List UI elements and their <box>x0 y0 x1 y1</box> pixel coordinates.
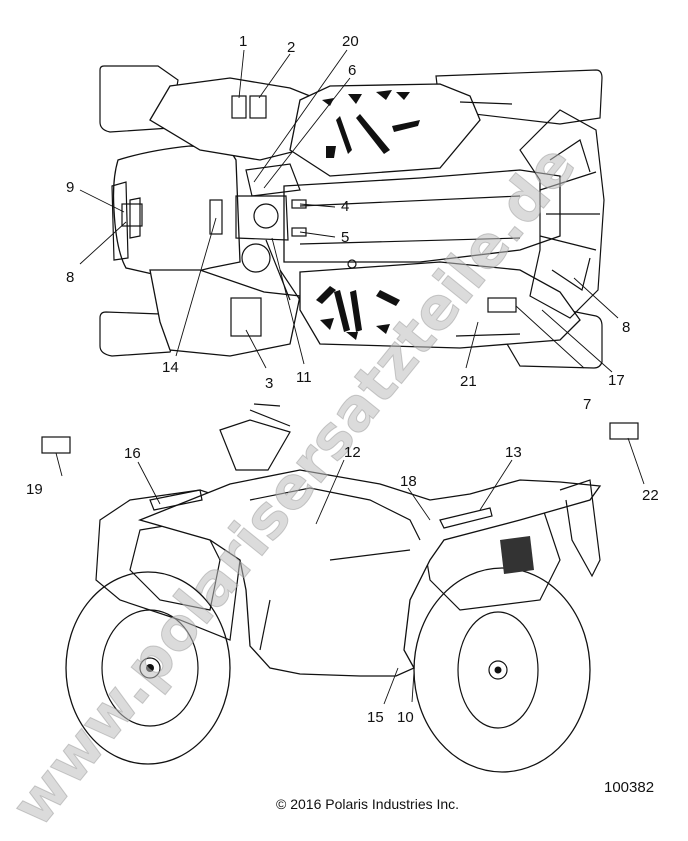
callout-label: 8 <box>66 269 74 286</box>
callout-label: 19 <box>26 481 43 498</box>
callout-label: 10 <box>397 709 414 726</box>
callout-label: 18 <box>400 473 417 490</box>
callout-label: 21 <box>460 373 477 390</box>
callout-label: 22 <box>642 487 659 504</box>
callout-label: 3 <box>265 375 273 392</box>
callout-label: 15 <box>367 709 384 726</box>
callout-label: 2 <box>287 39 295 56</box>
callout-label: 12 <box>344 444 361 461</box>
copyright-notice: © 2016 Polaris Industries Inc. <box>276 796 460 812</box>
callout-label: 13 <box>505 444 522 461</box>
callout-label: 17 <box>608 372 625 389</box>
callout-label: 11 <box>296 369 312 386</box>
callout-numbers: 1 2 20 6 9 8 4 5 14 3 11 8 21 7 17 19 16… <box>26 33 659 726</box>
callout-label: 7 <box>583 396 591 413</box>
callout-label: 8 <box>622 319 630 336</box>
callout-label: 20 <box>342 33 359 50</box>
callout-label: 14 <box>162 359 179 376</box>
callout-label: 5 <box>341 229 349 246</box>
callout-label: 6 <box>348 62 356 79</box>
side-view-atv <box>41 403 639 773</box>
callout-label: 4 <box>341 198 349 215</box>
callout-label: 9 <box>66 179 74 196</box>
callout-label: 16 <box>124 445 141 462</box>
leader-lines <box>55 49 645 705</box>
figure-number: 100382 <box>604 779 655 796</box>
callout-label: 1 <box>239 33 247 50</box>
